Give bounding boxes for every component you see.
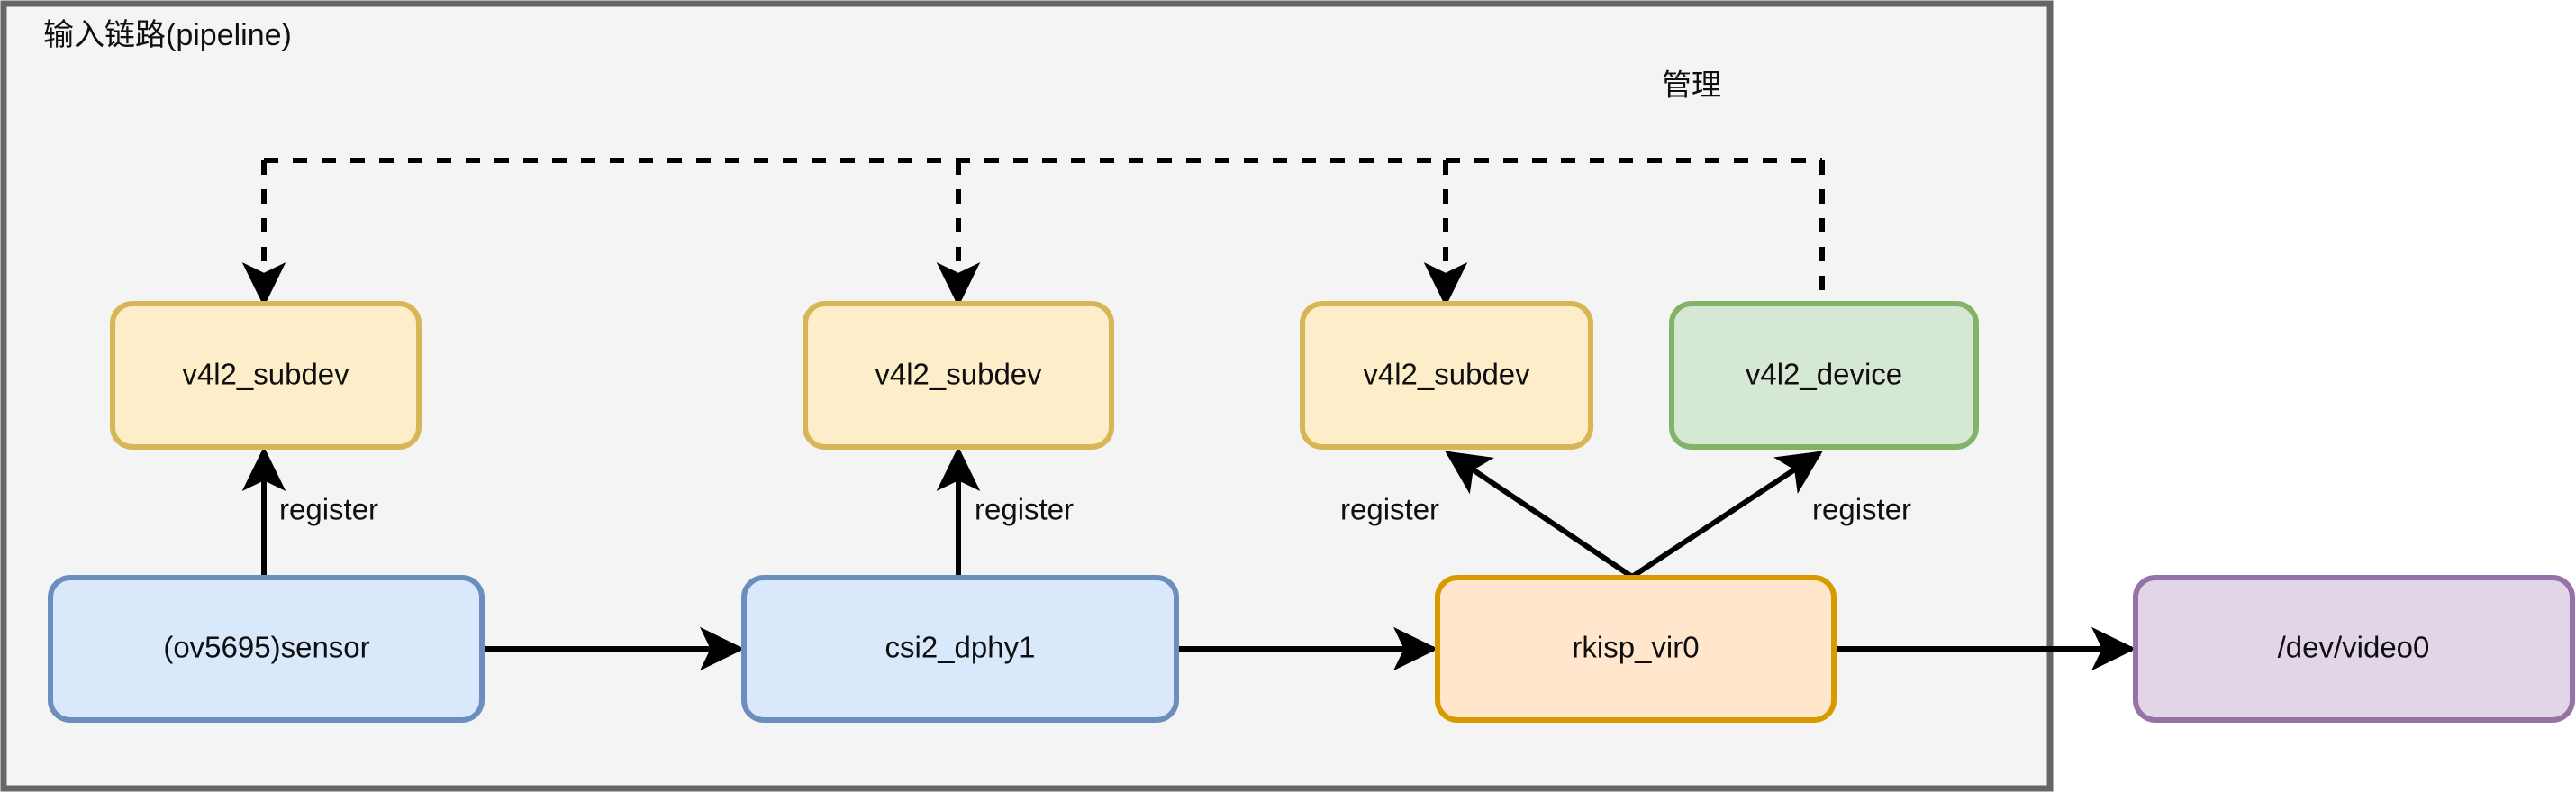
pipeline-group-title: 输入链路(pipeline) xyxy=(43,18,292,52)
node-v4l2-device-box[interactable] xyxy=(1669,301,1979,450)
node-v4l2-device[interactable]: v4l2_device xyxy=(1669,301,1979,450)
node-dev-video0-label: /dev/video0 xyxy=(2278,631,2430,664)
node-subdev2-label: v4l2_subdev xyxy=(875,358,1042,391)
register-label-1: register xyxy=(279,493,378,526)
node-dev-video0-box[interactable] xyxy=(2133,575,2575,723)
node-sensor-box[interactable] xyxy=(48,575,485,723)
node-csi2-dphy1[interactable]: csi2_dphy1 xyxy=(741,575,1179,723)
manage-label: 管理 xyxy=(1662,68,1721,102)
register-arrow-isp-to-device1 xyxy=(1630,451,1823,579)
management-bus xyxy=(261,158,1825,297)
node-sensor-label: (ov5695)sensor xyxy=(163,631,369,664)
register-label-4: register xyxy=(1812,493,1911,526)
node-sensor[interactable]: (ov5695)sensor xyxy=(48,575,485,723)
register-arrow-isp-to-subdev3 xyxy=(1445,451,1634,579)
node-subdev3-label: v4l2_subdev xyxy=(1363,358,1530,391)
management-bus-arrowheads xyxy=(241,262,1468,307)
node-v4l2-device-label: v4l2_device xyxy=(1746,358,1902,391)
node-rkisp-vir0-label: rkisp_vir0 xyxy=(1572,631,1699,664)
node-subdev2-box[interactable] xyxy=(803,301,1114,450)
node-csi2-dphy1-label: csi2_dphy1 xyxy=(885,631,1036,664)
node-dev-video0[interactable]: /dev/video0 xyxy=(2133,575,2575,723)
node-subdev3-box[interactable] xyxy=(1300,301,1593,450)
node-subdev3[interactable]: v4l2_subdev xyxy=(1300,301,1593,450)
register-label-3: register xyxy=(1340,493,1439,526)
node-csi2-dphy1-box[interactable] xyxy=(741,575,1179,723)
node-subdev1-box[interactable] xyxy=(110,301,422,450)
register-arrows xyxy=(241,446,1823,579)
register-label-2: register xyxy=(975,493,1074,526)
node-subdev2[interactable]: v4l2_subdev xyxy=(803,301,1114,450)
node-subdev1[interactable]: v4l2_subdev xyxy=(110,301,422,450)
node-subdev1-label: v4l2_subdev xyxy=(182,358,349,391)
node-rkisp-vir0[interactable]: rkisp_vir0 xyxy=(1435,575,1837,723)
node-rkisp-vir0-box[interactable] xyxy=(1435,575,1837,723)
